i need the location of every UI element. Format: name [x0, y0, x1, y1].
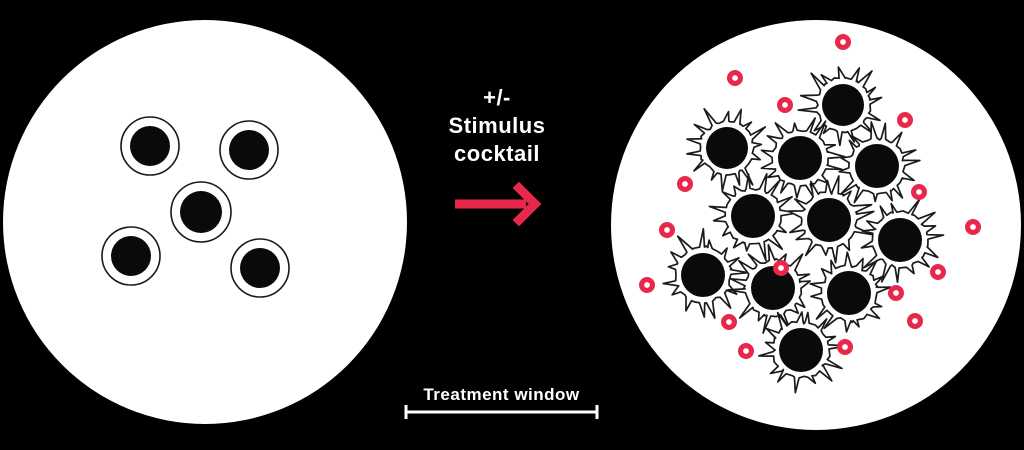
cell-nucleus — [827, 271, 871, 315]
cell-nucleus — [111, 236, 151, 276]
cytokine-particle — [738, 343, 754, 359]
cytokine-core — [902, 117, 908, 123]
cytokine-core — [778, 265, 784, 271]
resting-cell — [219, 120, 279, 180]
cell-nucleus — [681, 253, 725, 297]
cytokine-core — [935, 269, 941, 275]
stimulus-label-line-0: +/- — [483, 85, 511, 110]
cytokine-particle — [835, 34, 851, 50]
activated-cell — [787, 175, 875, 264]
cell-nucleus — [229, 130, 269, 170]
activated-cell — [838, 121, 921, 204]
cytokine-particle — [911, 184, 927, 200]
cytokine-core — [782, 102, 788, 108]
cytokine-particle — [639, 277, 655, 293]
cytokine-particle — [777, 97, 793, 113]
stimulus-arrow — [455, 181, 542, 227]
panel-activated-cells — [611, 20, 1021, 430]
cytokine-core — [840, 39, 846, 45]
resting-cell — [101, 226, 161, 286]
activated-cell — [760, 117, 846, 201]
cell-nucleus — [779, 328, 823, 372]
activated-cell — [797, 66, 883, 147]
cytokine-core — [842, 344, 848, 350]
cell-nucleus — [855, 144, 899, 188]
activated-cell — [809, 251, 892, 333]
cell-nucleus — [878, 218, 922, 262]
activated-cell — [686, 107, 767, 192]
cytokine-particle — [965, 219, 981, 235]
cell-nucleus — [731, 194, 775, 238]
treatment-window-scalebar: Treatment window — [404, 385, 599, 419]
stimulus-label-line-1: Stimulus — [449, 113, 546, 138]
activated-cell — [757, 311, 848, 394]
cell-nucleus — [822, 84, 864, 126]
activated-cell — [860, 197, 945, 283]
resting-cell — [120, 116, 180, 176]
cytokine-core — [912, 318, 918, 324]
cell-nucleus — [130, 126, 170, 166]
cytokine-particle — [888, 285, 904, 301]
cell-nucleus — [706, 127, 748, 169]
cytokine-core — [644, 282, 650, 288]
cytokine-particle — [721, 314, 737, 330]
cytokine-core — [682, 181, 688, 187]
cytokine-particle — [837, 339, 853, 355]
cytokine-core — [893, 290, 899, 296]
cytokine-particle — [897, 112, 913, 128]
cytokine-core — [916, 189, 922, 195]
cell-nucleus — [751, 266, 795, 310]
resting-cell — [230, 238, 290, 298]
arrow-head — [512, 181, 542, 227]
cytokine-particle — [677, 176, 693, 192]
panel-resting-cells — [3, 20, 407, 424]
cytokine-core — [743, 348, 749, 354]
cytokine-particle — [659, 222, 675, 238]
cell-nucleus — [180, 191, 222, 233]
cytokine-core — [970, 224, 976, 230]
cell-nucleus — [807, 198, 851, 242]
cell-nucleus — [240, 248, 280, 288]
cytokine-core — [726, 319, 732, 325]
cytokine-core — [664, 227, 670, 233]
activated-cell — [662, 227, 749, 319]
cytokine-particle — [930, 264, 946, 280]
cytokine-particle — [727, 70, 743, 86]
stimulus-label-line-2: cocktail — [454, 141, 540, 166]
cell-nucleus — [778, 136, 822, 180]
cytokine-particle — [773, 260, 789, 276]
treatment-window-label: Treatment window — [423, 385, 580, 404]
activated-cell — [708, 173, 799, 262]
cytokine-core — [732, 75, 738, 81]
stimulus-cocktail-label: +/- Stimulus cocktail — [449, 85, 546, 166]
resting-cell — [170, 181, 232, 243]
cytokine-particle — [907, 313, 923, 329]
